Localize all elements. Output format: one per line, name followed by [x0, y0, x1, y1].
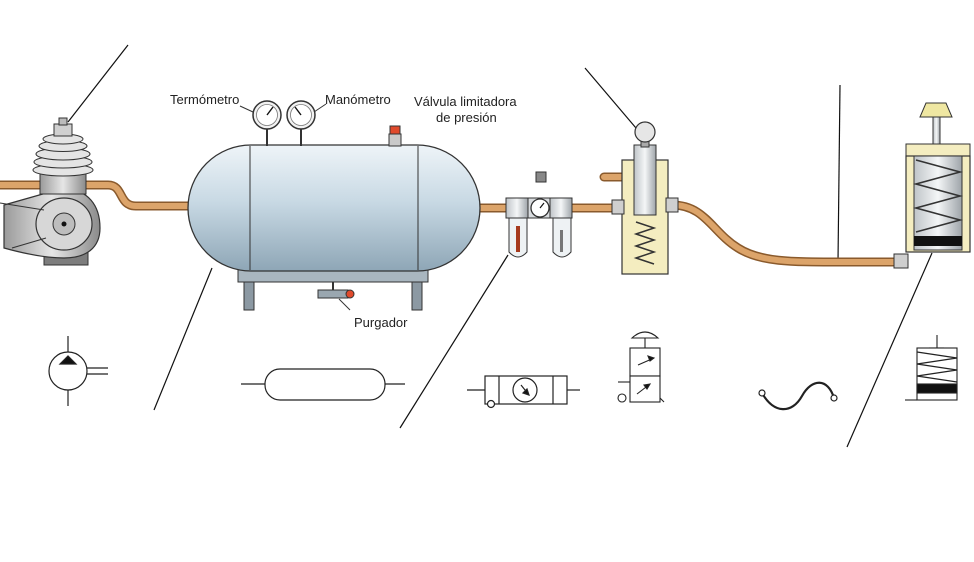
- pointer-valve: [584, 67, 637, 129]
- cylinder-spring: [912, 159, 964, 233]
- hose-to-cylinder: [667, 200, 903, 267]
- label-manometer: Manómetro: [325, 92, 391, 107]
- pointer-lines: [67, 44, 933, 448]
- valve-pushbutton: [634, 121, 656, 143]
- pointer-compressor: [67, 44, 129, 123]
- pneumatic-cylinder: [893, 102, 971, 269]
- cylinder-pad: [919, 102, 953, 118]
- compressor-cooling-fins: [32, 133, 94, 177]
- label-relief-valve-1: Válvula limitadora: [414, 94, 517, 109]
- symbol-compressor: [48, 336, 108, 406]
- symbol-cylinder: [905, 335, 958, 401]
- frl-unit: [505, 171, 573, 258]
- symbol-frl-unit: [467, 375, 580, 409]
- compressor: [0, 117, 101, 266]
- control-valve: [611, 121, 679, 275]
- tank-body: [187, 144, 481, 272]
- thermometer-gauge: [239, 100, 282, 146]
- symbol-air-tank: [241, 368, 405, 401]
- valve-spring: [633, 221, 657, 265]
- label-thermometer: Termómetro: [170, 92, 239, 107]
- label-relief-valve-2: de presión: [436, 110, 497, 125]
- relief-valve-icon: [388, 133, 402, 147]
- pointer-cylinder: [846, 252, 933, 448]
- drain-valve: [317, 282, 355, 311]
- pointer-hose: [837, 84, 841, 263]
- symbol-hose: [758, 381, 838, 411]
- label-drain: Purgador: [354, 315, 408, 330]
- air-tank: [187, 100, 481, 311]
- manometer-gauge: [286, 100, 327, 146]
- pointer-tank: [153, 267, 213, 411]
- pointer-frl: [399, 254, 509, 429]
- symbol-control-valve: [617, 331, 665, 403]
